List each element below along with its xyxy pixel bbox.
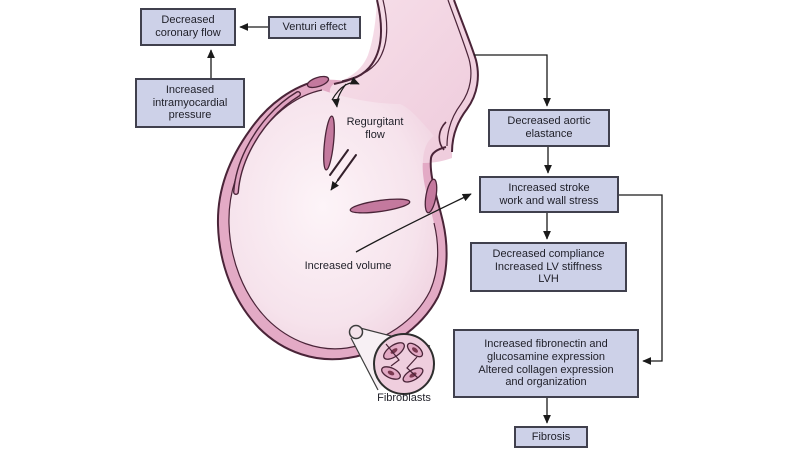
flow-connectors [207, 23, 663, 424]
aorta-walls [333, 0, 479, 153]
coronary-flow-arrows [331, 77, 360, 108]
box-increased-fibronectin: Increased fibronectin and glucosamine ex… [453, 329, 639, 398]
box-decreased-compliance: Decreased compliance Increased LV stiffn… [470, 242, 627, 292]
label-increased-volume: Increased volume [304, 260, 392, 272]
valve-leaflets [306, 75, 447, 214]
box-fibrosis: Fibrosis [514, 426, 588, 448]
heart-body [216, 0, 478, 361]
wall-sample-circle [348, 324, 364, 340]
label-regurgitant-flow: Regurgitant flow [346, 116, 404, 142]
regurgitant-flow-arrows [329, 149, 357, 191]
arrow-strokework-to-fibronectin [619, 194, 663, 365]
coronary-vessel [233, 91, 301, 195]
arrow-volume-to-strokework [355, 193, 472, 253]
box-increased-intramyocardial-pressure: Increased intramyocardial pressure [135, 78, 245, 128]
arrow-aorta-to-elastance [474, 54, 551, 107]
box-decreased-coronary-flow: Decreased coronary flow [140, 8, 236, 46]
magnified-circle [373, 333, 435, 395]
box-decreased-aortic-elastance: Decreased aortic elastance [488, 109, 610, 147]
label-fibroblasts: Fibroblasts [377, 392, 431, 404]
box-venturi-effect: Venturi effect [268, 16, 361, 39]
fibroblast-inset [348, 324, 435, 395]
box-increased-stroke-work: Increased stroke work and wall stress [479, 176, 619, 213]
